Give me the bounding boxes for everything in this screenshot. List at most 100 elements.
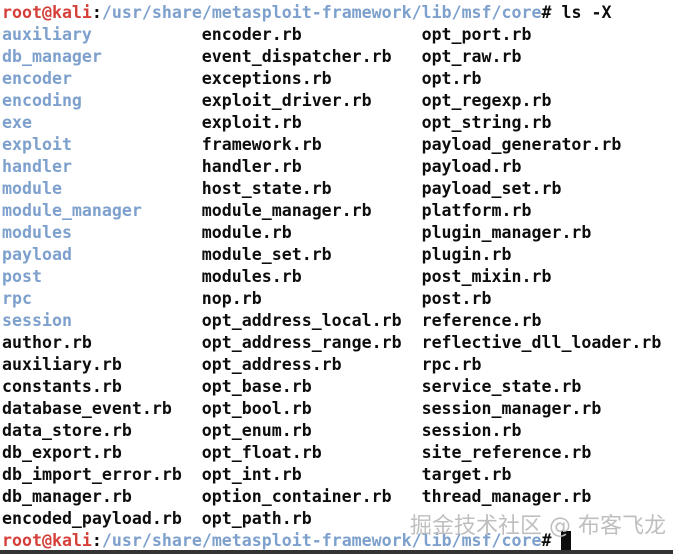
dir-entry: modules [2, 223, 72, 242]
file-entry: database_event.rb [2, 399, 172, 418]
file-entry: exploit_driver.rb [201, 91, 372, 110]
file-entry: db_manager.rb [2, 487, 132, 506]
listing-row: constants.rb opt_base.rb service_state.rb [2, 376, 673, 398]
file-entry: opt_float.rb [201, 443, 322, 462]
file-entry: db_import_error.rb [2, 465, 182, 484]
file-entry: post.rb [421, 289, 492, 308]
file-entry: nop.rb [201, 289, 262, 308]
prompt-user-host: root@kali [2, 531, 92, 550]
file-entry: opt_regexp.rb [421, 91, 552, 110]
dir-entry: db_manager [2, 47, 102, 66]
file-entry: opt_string.rb [421, 113, 552, 132]
file-entry: encoder.rb [201, 25, 302, 44]
file-entry: opt_port.rb [421, 25, 532, 44]
listing-row: encoding exploit_driver.rb opt_regexp.rb [2, 90, 673, 112]
file-entry: constants.rb [2, 377, 122, 396]
prompt-line-bottom: root@kali:/usr/share/metasploit-framewor… [2, 530, 673, 552]
file-entry: target.rb [421, 465, 512, 484]
listing-row: payload module_set.rb plugin.rb [2, 244, 673, 266]
listing-row: encoder exceptions.rb opt.rb [2, 68, 673, 90]
prompt-path: /usr/share/metasploit-framework/lib/msf/… [101, 3, 542, 22]
file-entry: host_state.rb [201, 179, 332, 198]
file-entry: event_dispatcher.rb [201, 47, 392, 66]
file-entry: opt_address_range.rb [201, 333, 402, 352]
file-entry: payload.rb [421, 157, 522, 176]
file-entry: reflective_dll_loader.rb [421, 333, 662, 352]
dir-entry: rpc [2, 289, 32, 308]
file-entry: platform.rb [421, 201, 532, 220]
file-entry: opt_bool.rb [201, 399, 312, 418]
file-entry: payload_set.rb [421, 179, 562, 198]
listing-row: module host_state.rb payload_set.rb [2, 178, 673, 200]
file-entry: opt_raw.rb [421, 47, 522, 66]
file-entry: module_set.rb [201, 245, 332, 264]
file-entry: reference.rb [421, 311, 542, 330]
file-entry: module_manager.rb [201, 201, 372, 220]
listing-row: modules module.rb plugin_manager.rb [2, 222, 673, 244]
listing-row: module_manager module_manager.rb platform.… [2, 200, 673, 222]
prompt-line-top: root@kali:/usr/share/metasploit-framewor… [2, 2, 673, 24]
prompt-separator: : [91, 3, 102, 22]
file-entry: modules.rb [201, 267, 302, 286]
dir-entry: encoding [2, 91, 82, 110]
dir-entry: module_manager [2, 201, 142, 220]
file-entry: opt_address.rb [201, 355, 342, 374]
dir-entry: handler [2, 157, 72, 176]
file-entry: encoded_payload.rb [2, 509, 182, 528]
file-entry: exceptions.rb [201, 69, 332, 88]
file-entry: payload_generator.rb [421, 135, 622, 154]
listing-row: db_manager.rb option_container.rb thread_m… [2, 486, 673, 508]
dir-entry: exploit [2, 135, 72, 154]
file-entry: handler.rb [201, 157, 302, 176]
file-entry: service_state.rb [421, 377, 582, 396]
dir-entry: post [2, 267, 42, 286]
file-entry: opt_address_local.rb [201, 311, 402, 330]
listing-row: auxiliary.rb opt_address.rb rpc.rb [2, 354, 673, 376]
file-entry: framework.rb [201, 135, 322, 154]
file-entry: opt_int.rb [201, 465, 302, 484]
file-entry: thread_manager.rb [421, 487, 592, 506]
command-text: ls -X [561, 3, 612, 22]
terminal-cursor [561, 531, 572, 550]
dir-entry: encoder [2, 69, 72, 88]
file-entry: exploit.rb [201, 113, 302, 132]
dir-entry: module [2, 179, 62, 198]
file-entry: opt.rb [421, 69, 482, 88]
prompt-path: /usr/share/metasploit-framework/lib/msf/… [101, 531, 542, 550]
file-entry: plugin_manager.rb [421, 223, 592, 242]
listing-row: post modules.rb post_mixin.rb [2, 266, 673, 288]
file-entry: data_store.rb [2, 421, 132, 440]
file-entry: plugin.rb [421, 245, 512, 264]
listing-row: auxiliary encoder.rb opt_port.rb [2, 24, 673, 46]
file-entry: auxiliary.rb [2, 355, 122, 374]
listing-row: handler handler.rb payload.rb [2, 156, 673, 178]
file-entry: author.rb [2, 333, 92, 352]
file-listing: auxiliary encoder.rb opt_port.rb db_manage… [2, 24, 673, 530]
file-entry: rpc.rb [421, 355, 482, 374]
file-entry: module.rb [201, 223, 292, 242]
prompt-separator: : [91, 531, 102, 550]
file-entry: post_mixin.rb [421, 267, 552, 286]
dir-entry: auxiliary [2, 25, 92, 44]
prompt-symbol: # [541, 531, 552, 550]
listing-row: data_store.rb opt_enum.rb session.rb [2, 420, 673, 442]
listing-row: rpc nop.rb post.rb [2, 288, 673, 310]
file-entry: db_export.rb [2, 443, 122, 462]
file-entry: option_container.rb [201, 487, 392, 506]
listing-row: author.rb opt_address_range.rb reflective_… [2, 332, 673, 354]
file-entry: session.rb [421, 421, 522, 440]
listing-row: db_manager event_dispatcher.rb opt_raw.rb [2, 46, 673, 68]
prompt-symbol: # [541, 3, 552, 22]
file-entry: opt_base.rb [201, 377, 312, 396]
listing-row: db_import_error.rb opt_int.rb target.rb [2, 464, 673, 486]
file-entry: opt_enum.rb [201, 421, 312, 440]
window-edge [0, 550, 673, 554]
dir-entry: payload [2, 245, 72, 264]
listing-row: exploit framework.rb payload_generator.rb [2, 134, 673, 156]
